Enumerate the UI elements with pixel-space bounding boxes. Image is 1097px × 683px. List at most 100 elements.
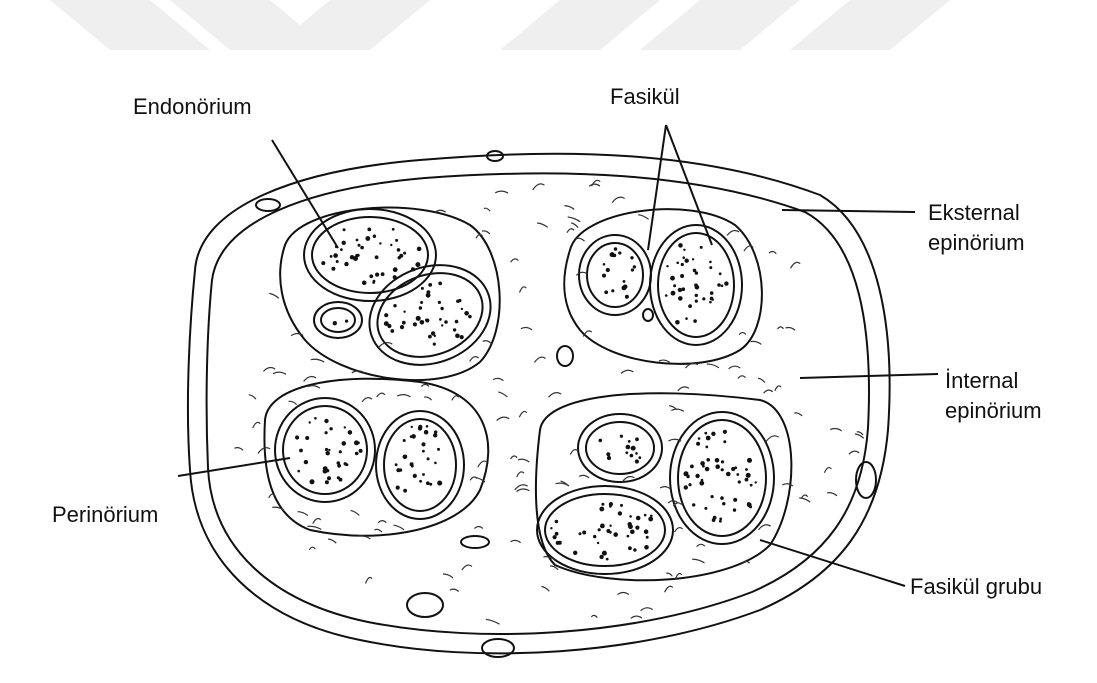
axon-dot	[613, 532, 618, 537]
axon-dot	[355, 452, 359, 456]
axon-dot	[622, 286, 627, 291]
connective-squiggle	[579, 475, 589, 478]
axon-dot	[711, 298, 714, 301]
axon-dot	[705, 467, 710, 472]
fascicle	[304, 209, 436, 301]
label-eksternal-epinorium: Eksternal epinörium	[928, 198, 1025, 258]
connective-squiggle	[308, 386, 320, 388]
axon-dot	[678, 288, 682, 292]
axon-dot	[620, 435, 623, 438]
connective-squiggle	[570, 450, 578, 455]
axon-dot	[582, 531, 586, 535]
axon-dot	[665, 294, 668, 297]
axon-dot	[321, 261, 325, 265]
axon-dot	[709, 261, 712, 264]
axon-dot	[699, 481, 704, 486]
axon-dot	[723, 430, 727, 434]
axon-dot	[437, 481, 442, 486]
axon-dot	[402, 321, 406, 325]
connective-squiggle	[470, 477, 477, 480]
connective-squiggle	[631, 616, 642, 618]
axon-dot	[695, 300, 698, 303]
axon-dot	[614, 247, 618, 251]
axon-dot	[425, 319, 428, 322]
blood-vessel	[407, 593, 443, 617]
axon-dot	[644, 529, 649, 534]
axon-dot	[706, 458, 710, 462]
axon-dot	[631, 446, 636, 451]
axon-dot	[426, 481, 430, 485]
axon-dot	[458, 299, 461, 302]
connective-squiggle	[328, 539, 336, 543]
axon-dot	[597, 542, 599, 544]
connective-squiggle	[474, 527, 482, 529]
axon-dot	[325, 480, 329, 484]
label-fasikul-grubu-text: Fasikül grubu	[910, 572, 1042, 602]
axon-dot	[424, 430, 429, 435]
connective-squiggle	[786, 327, 796, 330]
axon-dot	[344, 426, 346, 428]
connective-squiggle	[298, 512, 308, 516]
axon-dot	[455, 320, 459, 324]
axon-dot	[434, 462, 437, 465]
axon-dot	[606, 452, 610, 456]
axon-dot	[393, 275, 397, 279]
axon-dot	[685, 259, 689, 263]
connective-squiggle	[394, 525, 405, 530]
connective-squiggle	[478, 461, 488, 467]
leader-line-fasikul-a	[648, 125, 666, 250]
axon-dot	[713, 516, 717, 520]
axon-dot	[335, 245, 338, 248]
axon-dot	[328, 449, 330, 451]
axon-dot	[723, 440, 726, 443]
axon-dot	[420, 301, 423, 304]
connective-squiggle	[269, 293, 279, 298]
axon-dot	[695, 294, 698, 297]
axon-dot	[396, 486, 400, 490]
connective-squiggle	[253, 422, 261, 428]
axon-dot	[733, 508, 736, 511]
axon-dot	[339, 450, 342, 453]
axon-dot	[466, 312, 469, 315]
axon-dot	[375, 255, 379, 259]
connective-squiggle	[621, 370, 633, 373]
axon-dot	[715, 464, 720, 469]
axon-dot	[379, 242, 381, 244]
connective-squiggle	[351, 510, 360, 515]
axon-dot	[593, 535, 596, 538]
axon-dot	[599, 439, 603, 443]
connective-squiggle	[751, 341, 762, 344]
connective-squiggle	[766, 436, 779, 442]
axon-dot	[392, 228, 395, 231]
axon-dot	[444, 320, 448, 324]
axon-dot	[684, 471, 689, 476]
blood-vessel	[256, 199, 280, 211]
label-endonorium: Endonörium	[133, 92, 252, 122]
connective-squiggle	[799, 498, 810, 502]
axon-dot	[671, 291, 676, 296]
axon-dot	[421, 287, 424, 290]
axon-dot	[627, 535, 630, 538]
connective-squiggle	[827, 493, 837, 496]
axon-dot	[390, 329, 394, 333]
connective-squiggle	[249, 395, 256, 399]
axon-dot	[625, 451, 628, 454]
fascicle	[537, 486, 673, 574]
connective-squiggle	[273, 372, 286, 374]
connective-squiggle	[571, 223, 578, 228]
axon-dot	[675, 320, 680, 325]
connective-squiggle	[641, 608, 653, 611]
axon-dot	[635, 459, 639, 463]
axon-dot	[305, 436, 309, 440]
axon-dot	[324, 419, 328, 423]
axon-dot	[393, 304, 396, 307]
axon-dot	[630, 256, 633, 259]
axon-dot	[375, 273, 379, 277]
connective-squiggle	[537, 223, 548, 227]
axon-dot	[750, 484, 753, 487]
connective-squiggle	[498, 392, 507, 397]
connective-squiggle	[397, 395, 411, 397]
fascicle	[670, 412, 774, 544]
axon-dot	[411, 426, 413, 428]
axon-dot	[468, 315, 472, 319]
